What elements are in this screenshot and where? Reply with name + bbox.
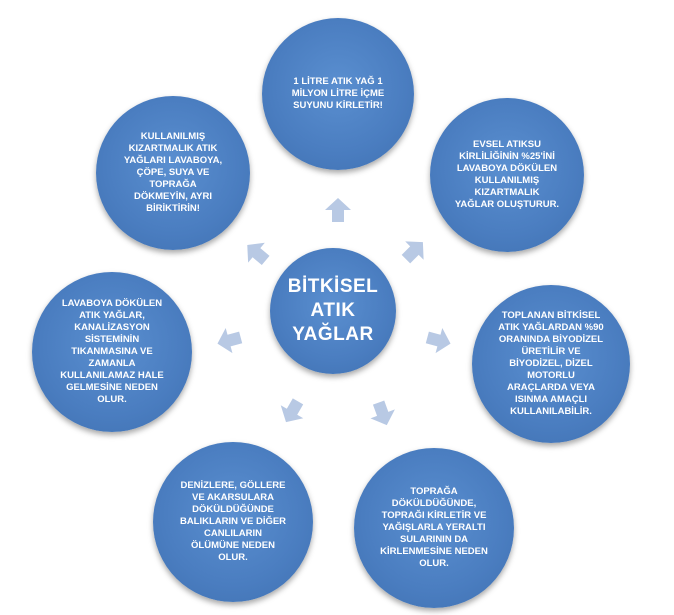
arrow-to-bottom-left xyxy=(280,398,304,423)
node-left-text: LAVABOYA DÖKÜLEN ATIK YAĞLAR, KANALİZASY… xyxy=(60,298,164,405)
node-top-left-circle: KULLANILMIŞ KIZARTMALIK ATIK YAĞLARI LAV… xyxy=(96,96,250,250)
node-right-circle: TOPLANAN BİTKİSEL ATIK YAĞLARDAN %90 ORA… xyxy=(472,285,630,443)
arrow-to-top-left xyxy=(247,242,270,266)
arrow-to-bottom-right xyxy=(370,400,395,426)
node-top-right-text: EVSEL ATIKSU KİRLİLİĞİNİN %25'İNİ LAVABO… xyxy=(454,139,560,210)
node-top-left-text: KULLANILMIŞ KIZARTMALIK ATIK YAĞLARI LAV… xyxy=(123,131,223,214)
arrow-to-left xyxy=(217,327,243,354)
center-title: BİTKİSEL ATIK YAĞLAR xyxy=(287,276,379,345)
node-bottom-right-circle: TOPRAĞA DÖKÜLDÜĞÜNDE, TOPRAĞI KİRLETİR V… xyxy=(354,448,514,608)
node-top-text: 1 LİTRE ATIK YAĞ 1 MİLYON LİTRE İÇME SUY… xyxy=(291,76,385,111)
node-bottom-left-circle: DENİZLERE, GÖLLERE VE AKARSULARA DÖKÜLDÜ… xyxy=(153,442,313,602)
node-right-text: TOPLANAN BİTKİSEL ATIK YAĞLARDAN %90 ORA… xyxy=(498,310,604,417)
node-bottom-left-text: DENİZLERE, GÖLLERE VE AKARSULARA DÖKÜLDÜ… xyxy=(179,480,287,563)
center-circle: BİTKİSEL ATIK YAĞLAR xyxy=(270,248,396,374)
node-bottom-right-text: TOPRAĞA DÖKÜLDÜĞÜNDE, TOPRAĞI KİRLETİR V… xyxy=(380,486,488,569)
node-top-right-circle: EVSEL ATIKSU KİRLİLİĞİNİN %25'İNİ LAVABO… xyxy=(430,98,584,252)
arrow-to-top xyxy=(325,198,351,222)
node-left-circle: LAVABOYA DÖKÜLEN ATIK YAĞLAR, KANALİZASY… xyxy=(32,272,192,432)
node-top-circle: 1 LİTRE ATIK YAĞ 1 MİLYON LİTRE İÇME SUY… xyxy=(262,18,414,170)
arrow-to-right xyxy=(425,327,451,354)
arrow-to-top-right xyxy=(401,241,424,264)
